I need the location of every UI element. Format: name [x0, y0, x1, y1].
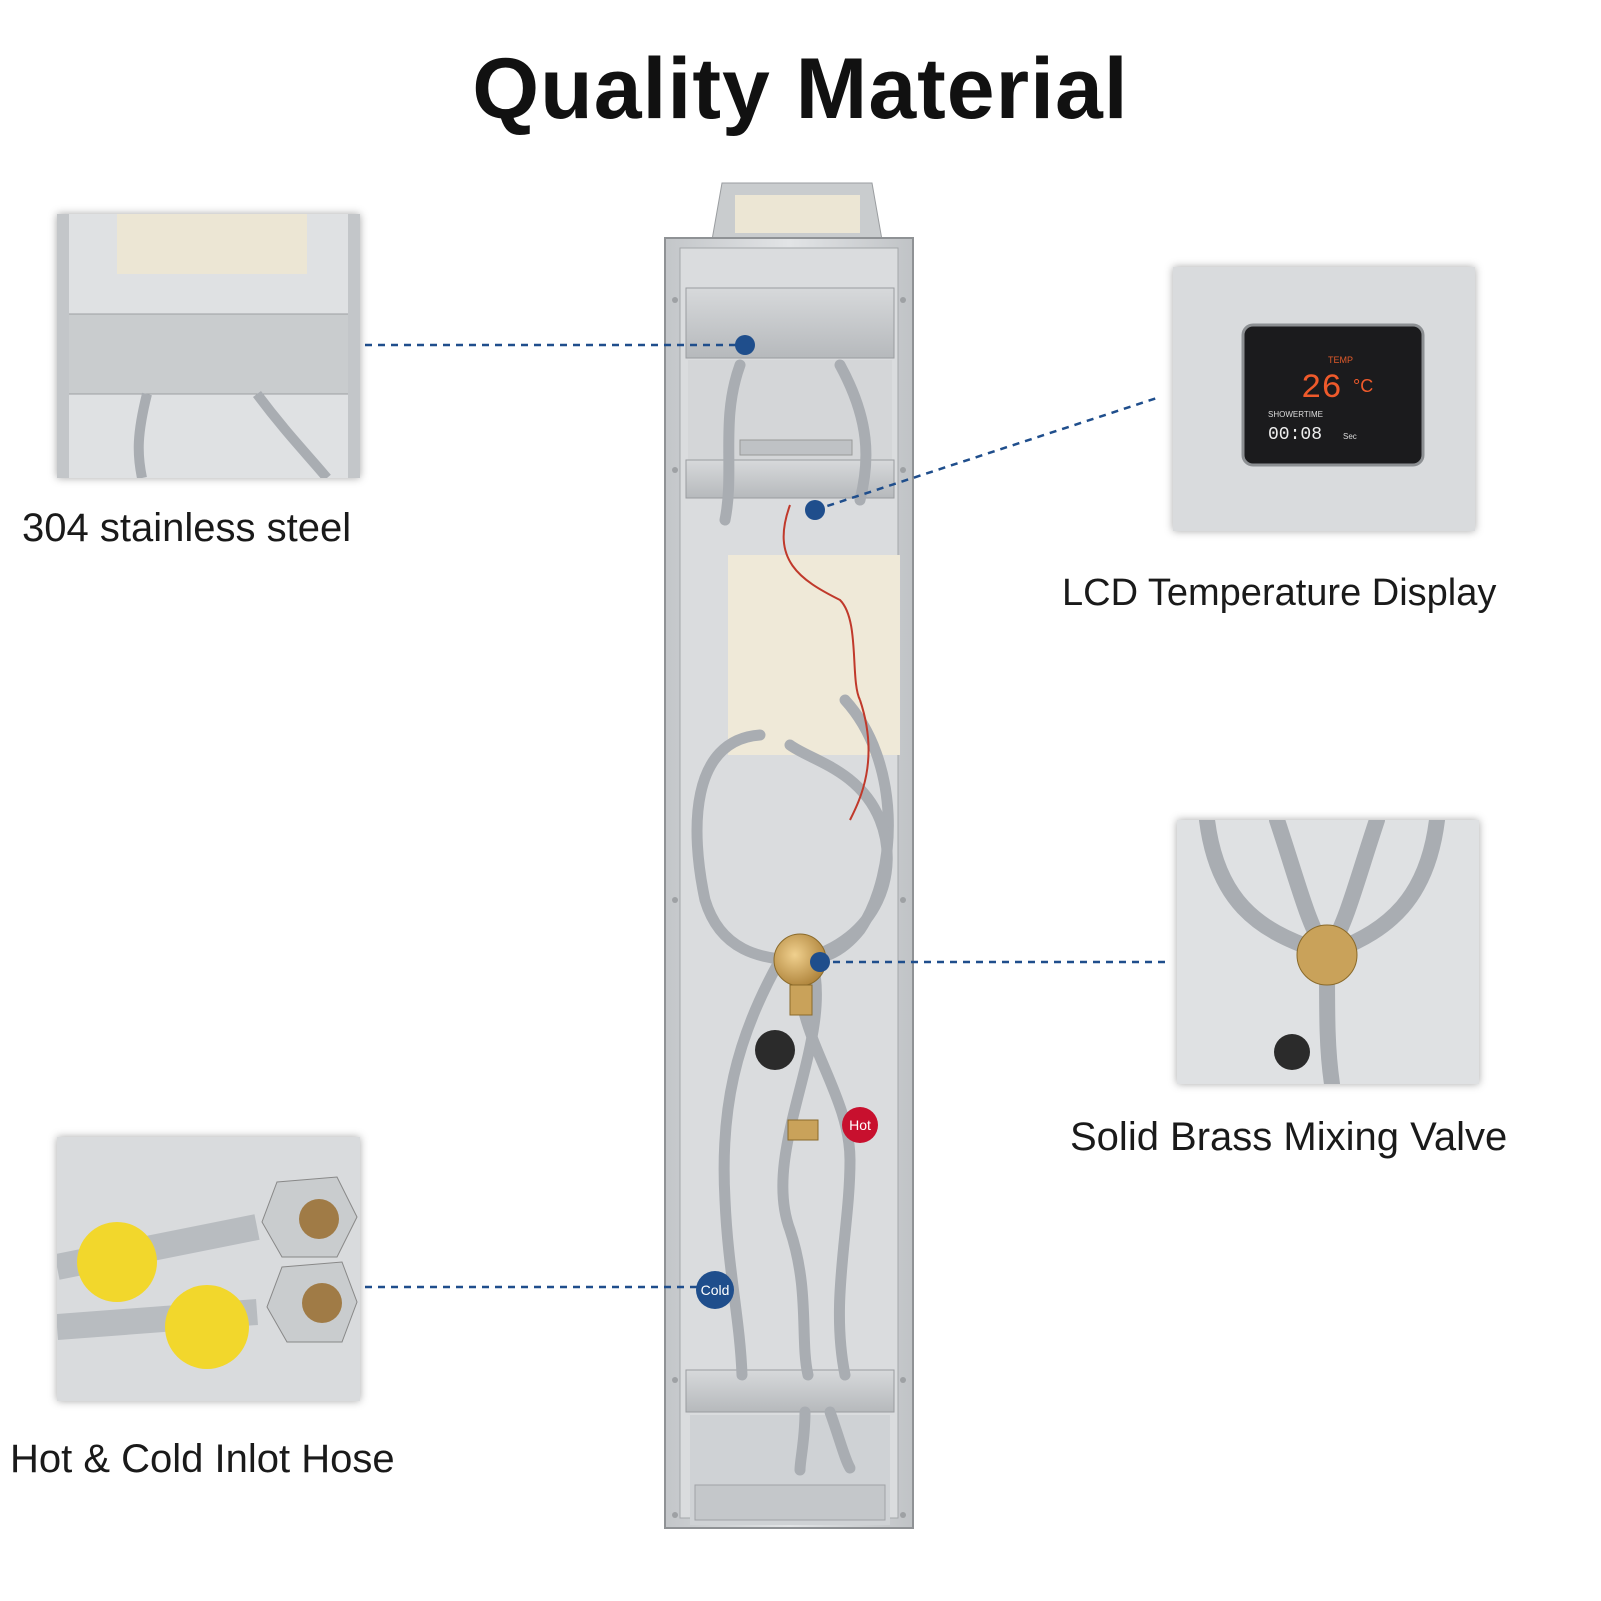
- cold-tag: Cold: [696, 1271, 734, 1309]
- lcd-time: 00:08: [1268, 425, 1322, 445]
- top-crossbar: [685, 287, 895, 359]
- wire-red: [782, 504, 861, 701]
- flow-sensor: [755, 1030, 819, 1141]
- lcd-sec: Sec: [1343, 432, 1357, 441]
- lcd-temperature: 26: [1301, 370, 1342, 408]
- inset-brass-valve: [1177, 820, 1479, 1084]
- caption-lcd-display: LCD Temperature Display: [1062, 572, 1497, 614]
- caption-brass-valve: Solid Brass Mixing Valve: [1070, 1115, 1508, 1159]
- callout-dot-steel: [735, 335, 755, 355]
- leader-lines: [365, 343, 1170, 1289]
- inset-inlet-hose: [57, 1137, 360, 1401]
- panel-top-hood: [711, 182, 883, 241]
- bottom-crossbar: [685, 1369, 895, 1413]
- display-module-box: [728, 555, 900, 755]
- caption-stainless-steel: 304 stainless steel: [22, 506, 352, 550]
- lcd-temp-label: TEMP: [1328, 355, 1353, 365]
- caption-inlet-hose: Hot & Cold Inlot Hose: [10, 1437, 395, 1481]
- page-title: Quality Material: [472, 41, 1129, 137]
- brass-mixing-valve: [773, 933, 827, 1016]
- lcd-unit: °C: [1353, 376, 1373, 396]
- callout-dot-lcd: [805, 500, 825, 520]
- cold-tag-label: Cold: [701, 1282, 730, 1298]
- inset-lcd-display: TEMP 26 °C SHOWERTIME 00:08 Sec: [1173, 267, 1475, 531]
- hoses: [691, 359, 894, 1476]
- hot-tag: Hot: [842, 1107, 878, 1143]
- inset-stainless-steel: [57, 214, 360, 478]
- lcd-showertime-label: SHOWERTIME: [1268, 410, 1323, 419]
- hot-tag-label: Hot: [849, 1117, 871, 1133]
- callout-dot-valve: [810, 952, 830, 972]
